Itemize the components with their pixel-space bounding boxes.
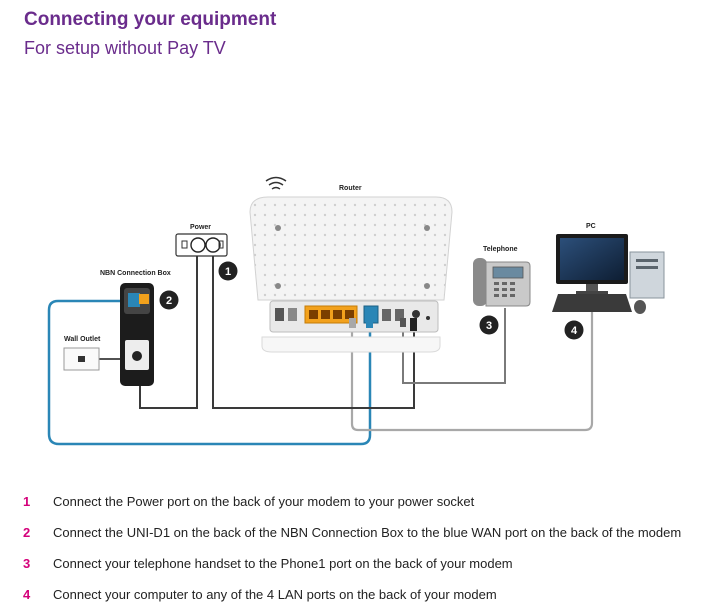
svg-text:3: 3: [486, 320, 492, 332]
lan-cable: [350, 312, 594, 432]
wifi-icon: [265, 176, 287, 190]
pc-mouse: [634, 300, 646, 314]
power-socket: Power: [175, 224, 228, 257]
svg-text:1: 1: [225, 266, 231, 278]
page-subtitle: For setup without Pay TV: [24, 38, 226, 58]
router-label: Router: [339, 185, 362, 192]
pc: PC: [552, 223, 665, 314]
step-text: Connect the UNI-D1 on the back of the NB…: [53, 525, 682, 540]
pc-keyboard: [552, 294, 632, 312]
step-item: 2 Connect the UNI-D1 on the back of the …: [0, 525, 727, 545]
power-label: Power: [190, 224, 211, 231]
step-badges: 1 2 3 4: [159, 261, 584, 340]
step-item: 3 Connect your telephone handset to the …: [0, 556, 727, 576]
step-text: Connect your computer to any of the 4 LA…: [53, 587, 497, 602]
step-number: 3: [23, 556, 31, 571]
step-text: Connect your telephone handset to the Ph…: [53, 556, 513, 571]
wall-outlet-label: Wall Outlet: [64, 336, 101, 343]
router: Router: [249, 176, 453, 353]
step-number: 2: [23, 525, 31, 540]
step-badge-4: 4: [564, 320, 584, 340]
step-number: 1: [23, 494, 31, 509]
step-badge-2: 2: [159, 290, 179, 310]
step-badge-1: 1: [218, 261, 238, 281]
cables: [47, 256, 594, 446]
router-stand: [261, 336, 441, 353]
step-number: 4: [23, 587, 31, 602]
step-item: 1 Connect the Power port on the back of …: [0, 494, 727, 514]
nbn-box-label: NBN Connection Box: [100, 270, 171, 277]
telephone: Telephone: [473, 246, 531, 307]
pc-tower: [629, 251, 665, 299]
pc-label: PC: [586, 223, 596, 230]
page-title: Connecting your equipment: [24, 9, 277, 30]
power-cable-modem: [139, 256, 198, 409]
step-item: 4 Connect your computer to any of the 4 …: [0, 587, 727, 607]
wan-cable: [47, 299, 372, 446]
svg-text:2: 2: [166, 295, 172, 307]
step-badge-3: 3: [479, 315, 499, 335]
svg-text:4: 4: [571, 325, 578, 337]
phone-cable: [402, 308, 506, 384]
nbn-connection-box: NBN Connection Box: [100, 270, 171, 386]
wall-outlet: Wall Outlet: [63, 336, 101, 371]
connection-diagram: Router Power NBN Connection: [47, 176, 665, 446]
power-cable-router: [212, 256, 415, 409]
step-text: Connect the Power port on the back of yo…: [53, 494, 475, 509]
telephone-label: Telephone: [483, 246, 518, 253]
